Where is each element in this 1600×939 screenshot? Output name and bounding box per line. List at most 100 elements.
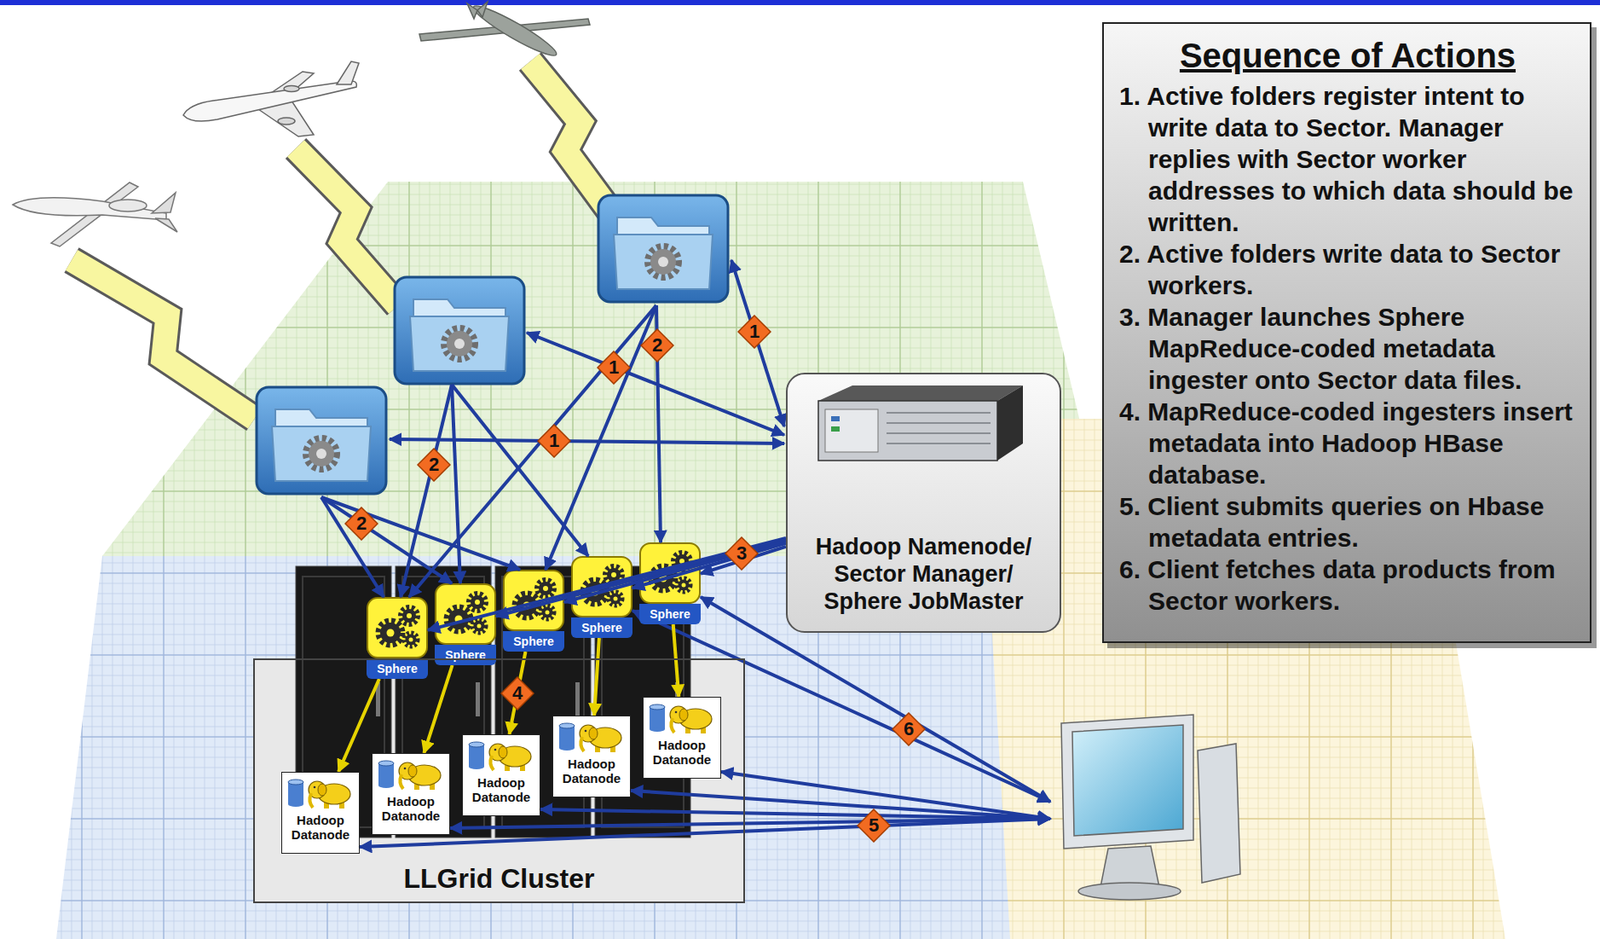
callout-number: 1 xyxy=(596,350,631,385)
callout-marker: 2 xyxy=(344,506,379,541)
worker-tile: Sphere xyxy=(639,542,701,624)
server-picture xyxy=(785,372,1062,633)
callout-diamond xyxy=(725,537,758,570)
data-flow-arrows xyxy=(450,818,1051,828)
worker-tile: Sphere xyxy=(366,596,428,679)
callout-diamond xyxy=(501,676,534,710)
lightning-bolts xyxy=(285,138,412,312)
callout-diamond xyxy=(641,329,674,362)
data-flow-arrows xyxy=(630,790,1051,819)
datanode-label: Hadoop Datanode xyxy=(643,737,721,767)
datanode-pictures xyxy=(552,715,631,798)
callout-diamond xyxy=(892,712,925,746)
predator-drone xyxy=(419,0,590,62)
datanode-pictures xyxy=(378,760,441,790)
worker-tile: Sphere xyxy=(502,569,565,652)
callout-diamond xyxy=(597,351,630,384)
step-text: 6. Client fetches data products from Sec… xyxy=(1119,553,1577,617)
data-flow-arrows xyxy=(321,496,384,597)
predator-drone xyxy=(469,0,561,62)
datanode-label: Hadoop Datanode xyxy=(462,774,540,804)
lightning-bolts xyxy=(63,244,269,429)
callout-marker: 3 xyxy=(724,536,759,571)
airliner xyxy=(336,61,359,85)
datanode-pictures xyxy=(649,704,712,734)
client-computer xyxy=(1061,714,1194,849)
data-flow-arrows xyxy=(700,596,1051,802)
data-flow-arrows xyxy=(321,259,1051,847)
step-text: 3. Manager launches Sphere MapReduce-cod… xyxy=(1119,300,1577,396)
ingest-arrow xyxy=(594,637,600,716)
active-folders xyxy=(394,277,525,384)
datanode-pictures xyxy=(288,779,351,809)
callout-number: 1 xyxy=(537,423,572,458)
datanode-box: Hadoop Datanode xyxy=(642,696,722,779)
data-flow-arrows xyxy=(409,305,657,597)
data-flow-arrows xyxy=(400,384,452,597)
callout-marker: 2 xyxy=(416,447,451,482)
server-picture xyxy=(818,400,998,461)
lightning-bolts xyxy=(63,244,269,429)
datanode-box: Hadoop Datanode xyxy=(281,771,360,854)
callout-number: 2 xyxy=(416,447,451,482)
global-hawk xyxy=(12,197,167,220)
airliner xyxy=(183,61,359,137)
datanode-label: Hadoop Datanode xyxy=(282,812,359,842)
lightning-bolts xyxy=(63,53,626,429)
datanode-pictures xyxy=(281,771,360,854)
step-text: 4. MapReduce-coded ingesters insert meta… xyxy=(1119,395,1577,491)
active-folders xyxy=(256,387,387,494)
global-hawk xyxy=(151,192,176,214)
ingest-arrow xyxy=(338,678,380,772)
panel-title: Sequence of Actions xyxy=(1119,35,1577,76)
lightning-bolts xyxy=(63,244,269,429)
server-picture xyxy=(818,385,1023,401)
airliner xyxy=(183,80,357,122)
worker-tile: Sphere xyxy=(434,583,497,665)
data-flow-arrows xyxy=(451,384,461,584)
worker-tile: Sphere xyxy=(571,555,633,638)
server-picture xyxy=(997,385,1023,461)
callout-marker: 5 xyxy=(856,808,891,843)
predator-drone xyxy=(477,1,488,18)
global-hawk xyxy=(155,218,178,232)
callout-number: 1 xyxy=(737,314,772,349)
client-computer xyxy=(1061,714,1241,900)
callout-marker: 6 xyxy=(891,711,926,746)
cluster-label: LLGrid Cluster xyxy=(403,861,595,895)
callout-diamond xyxy=(738,315,771,348)
callout-diamond xyxy=(417,448,451,481)
lightning-bolts xyxy=(285,138,412,312)
datanode-pictures xyxy=(462,733,541,816)
steps-panel: Sequence of Actions1. Active folders reg… xyxy=(1102,22,1592,643)
callout-marker: 2 xyxy=(640,328,675,363)
worker-label: Sphere xyxy=(366,658,428,679)
datanode-pictures xyxy=(468,741,532,771)
callout-diamond xyxy=(537,424,571,457)
client-computer xyxy=(1072,724,1184,836)
cluster-box: LLGrid ClusterHadoop DatanodeHadoop Data… xyxy=(253,658,746,903)
predator-drone xyxy=(467,3,478,19)
datanode-pictures xyxy=(371,752,451,835)
server-box: Hadoop Namenode/ Sector Manager/ Sphere … xyxy=(785,372,1062,633)
launch-arrow xyxy=(632,542,786,589)
callout-marker: 1 xyxy=(737,314,772,349)
cluster-racks xyxy=(575,681,580,717)
step-text: 5. Client submits queries on Hbase metad… xyxy=(1119,490,1577,554)
server-picture xyxy=(886,412,991,444)
cluster-racks xyxy=(475,681,480,717)
data-flow-arrows xyxy=(721,771,1051,819)
active-folders xyxy=(598,195,728,302)
datanode-label: Hadoop Datanode xyxy=(553,756,630,786)
data-flow-arrows xyxy=(632,610,1051,802)
datanode-box: Hadoop Datanode xyxy=(371,752,451,835)
callout-marker: 4 xyxy=(500,675,535,711)
datanode-pictures xyxy=(281,696,722,854)
top-bar xyxy=(0,0,1600,6)
server-picture xyxy=(825,409,878,452)
callout-diamond xyxy=(857,808,890,842)
server-picture xyxy=(785,372,1062,633)
global-hawk xyxy=(12,182,178,247)
callout-marker: 1 xyxy=(596,350,631,385)
worker-label: Sphere xyxy=(434,644,497,665)
